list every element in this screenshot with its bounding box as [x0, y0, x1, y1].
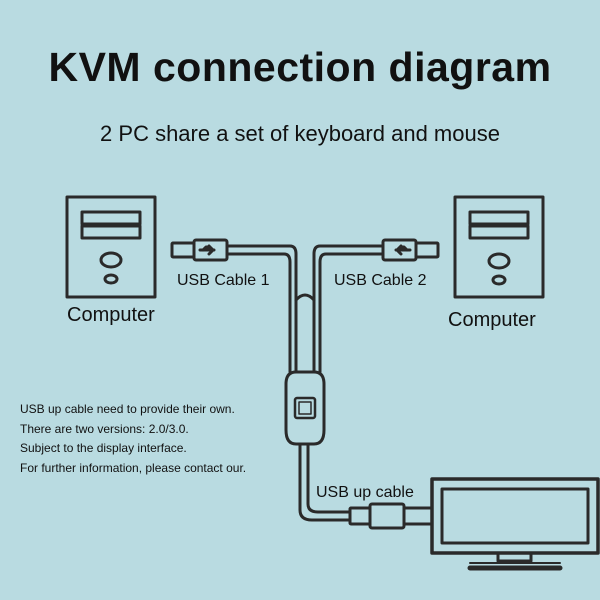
note-line: Subject to the display interface. [20, 441, 187, 455]
usb-cable-2 [312, 244, 385, 374]
note-line: There are two versions: 2.0/3.0. [20, 421, 189, 436]
usb-up-cable [298, 442, 352, 522]
usb-cable-1-label: USB Cable 1 [177, 272, 270, 289]
usb-plug-1-icon [170, 238, 229, 262]
right-computer-icon [453, 195, 545, 299]
usb-cable-2-label: USB Cable 2 [334, 272, 427, 289]
usb-plug-2-icon [381, 238, 440, 262]
usb-up-plug-icon [348, 502, 434, 530]
left-computer-icon [65, 195, 157, 299]
note-line: For further information, please contact … [20, 460, 247, 475]
usb-cable-1 [225, 244, 298, 374]
note-line: USB up cable need to provide their own. [20, 402, 235, 416]
diagram-subtitle: 2 PC share a set of keyboard and mouse [100, 121, 500, 146]
kvm-switch-icon [284, 370, 326, 446]
monitor-icon [430, 477, 600, 571]
right-computer-label: Computer [448, 309, 536, 331]
diagram-title: KVM connection diagram [48, 44, 552, 90]
usb-up-cable-label: USB up cable [316, 484, 414, 501]
left-computer-label: Computer [67, 304, 155, 326]
notes-block: USB up cable need to provide their own. … [20, 400, 246, 478]
